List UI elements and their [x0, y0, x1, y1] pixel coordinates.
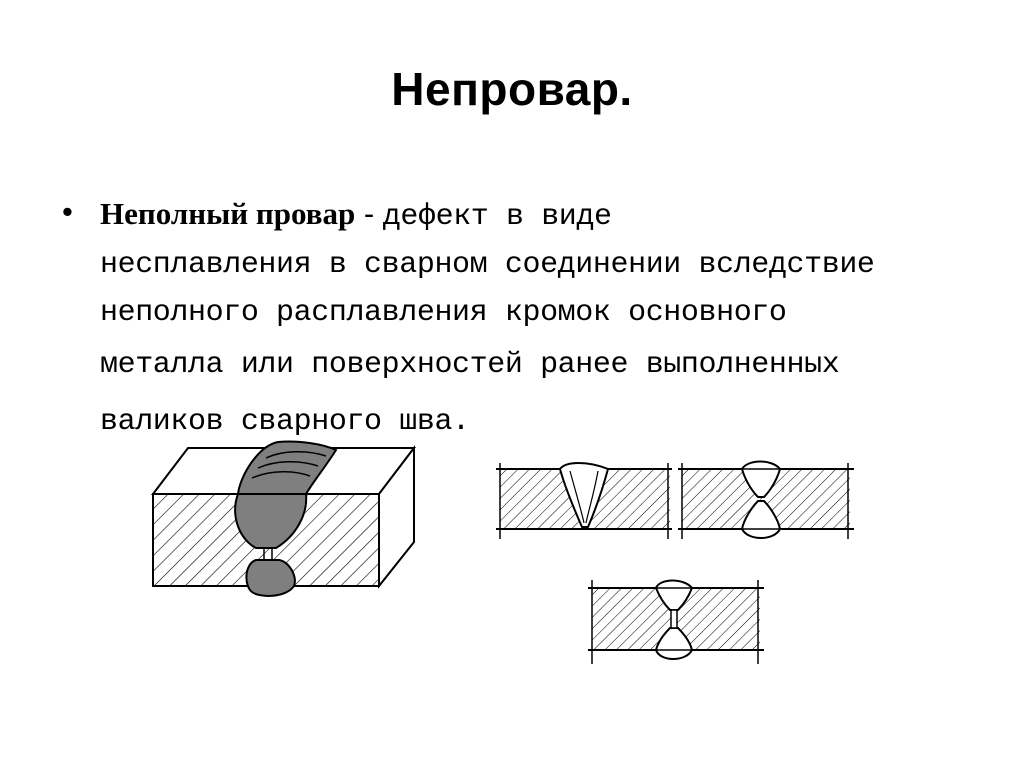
defect-term: Неполный провар: [100, 196, 356, 231]
double-v-gap-joint-figure: [588, 579, 764, 664]
double-v-joint-figure: [678, 460, 854, 539]
bullet-line-1: Неполный провар - дефект в виде: [100, 190, 940, 241]
definition-line-4: металла или поверхностей ранее выполненн…: [100, 348, 840, 382]
definition-line-1: дефект в виде: [382, 200, 612, 234]
bullet-text: Неполный провар - дефект в виде несплавл…: [100, 190, 940, 451]
definition-line-2: несплавления в сварном соединении вследс…: [100, 248, 875, 282]
block-3d-weld-figure: [150, 440, 417, 597]
term-dash: -: [355, 196, 383, 231]
v-groove-joint-figure: [496, 462, 672, 539]
unfused-gap: [670, 609, 678, 629]
lower-weld-gap: [654, 627, 694, 660]
bullet-marker: •: [62, 194, 73, 229]
upper-v-weld: [740, 460, 782, 498]
weld-upper-body: [234, 493, 308, 549]
page-title: Непровар.: [391, 63, 633, 115]
weld-root: [245, 559, 296, 597]
definition-line-3: неполного расплавления кромок основного: [100, 296, 787, 330]
weld-bead-top: [236, 440, 338, 495]
definition-line-5: валиков сварного шва.: [100, 405, 470, 439]
